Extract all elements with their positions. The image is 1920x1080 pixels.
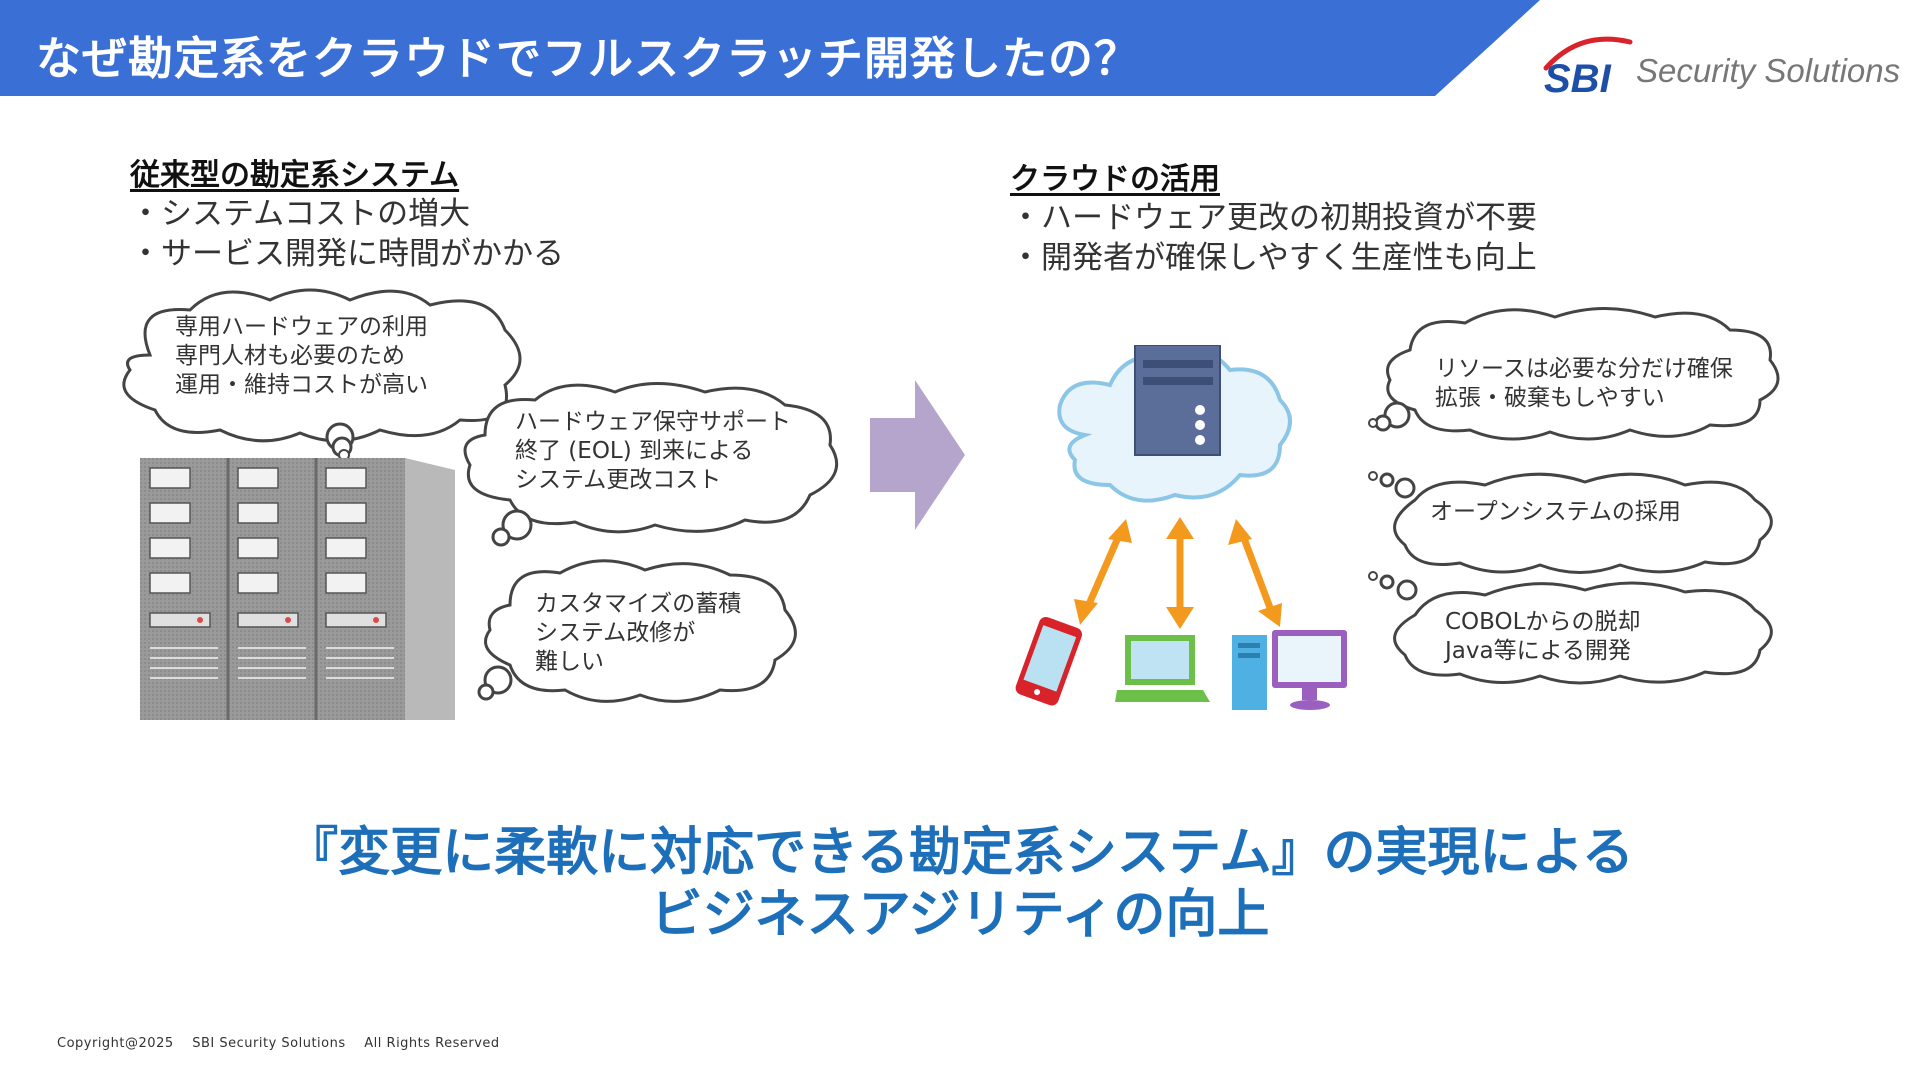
thought-bubble-customize: カスタマイズの蓄積 システム改修が 難しい bbox=[470, 555, 805, 715]
cloud-heading: クラウドの活用 bbox=[1010, 162, 1220, 197]
smartphone-icon bbox=[1008, 615, 1088, 710]
legacy-heading: 従来型の勘定系システム bbox=[130, 158, 460, 193]
bubble-line: 運用・維持コストが高い bbox=[175, 372, 428, 398]
title-bar bbox=[0, 0, 1540, 96]
page-title: なぜ勘定系をクラウドでフルスクラッチ開発したの？ bbox=[36, 32, 1141, 85]
laptop-icon bbox=[1115, 630, 1210, 710]
conclusion-line-1: 『変更に柔軟に対応できる勘定系システム』の実現による bbox=[286, 823, 1634, 883]
bubble-line: オープンシステムの採用 bbox=[1430, 499, 1681, 525]
bubble-line: ハードウェア保守サポート bbox=[515, 409, 791, 435]
sbi-logo-mark: SBI bbox=[1543, 36, 1633, 100]
bubble-line: 専門人材も必要のため bbox=[175, 343, 405, 369]
cloud-bullet-2: ・開発者が確保しやすく生産性も向上 bbox=[1010, 240, 1537, 276]
bubble-line: 専用ハードウェアの利用 bbox=[175, 314, 428, 340]
bubble-line: システム改修が bbox=[535, 620, 696, 646]
thought-bubble-cobol: COBOLからの脱却 Java等による開発 bbox=[1365, 570, 1785, 690]
thought-bubble-resources: リソースは必要な分だけ確保 拡張・破棄もしやすい bbox=[1365, 305, 1785, 445]
bubble-line: システム更改コスト bbox=[515, 467, 722, 493]
logo-brand-text: SBI bbox=[1544, 57, 1612, 100]
cloud-server-icon bbox=[1055, 344, 1295, 515]
bubble-line: 拡張・破棄もしやすい bbox=[1435, 385, 1665, 411]
footer-company: SBI Security Solutions bbox=[192, 1036, 346, 1051]
bubble-line: COBOLからの脱却 bbox=[1445, 609, 1641, 635]
legacy-bullet-1: ・システムコストの増大 bbox=[130, 196, 471, 232]
bubble-line: 終了 (EOL) 到来による bbox=[515, 438, 754, 464]
bubble-line: リソースは必要な分だけ確保 bbox=[1435, 356, 1733, 382]
cloud-bullet-1: ・ハードウェア更改の初期投資が不要 bbox=[1010, 200, 1537, 236]
right-arrow-icon bbox=[870, 380, 965, 530]
server-rack-icon bbox=[140, 458, 455, 720]
conclusion-line-2: ビジネスアジリティの向上 bbox=[650, 885, 1270, 945]
company-logo: SBI Security Solutions bbox=[1540, 30, 1900, 100]
desktop-pc-icon bbox=[1230, 625, 1350, 715]
footer: Copyright@2025 SBI Security Solutions Al… bbox=[57, 1036, 514, 1051]
bubble-line: Java等による開発 bbox=[1445, 638, 1631, 664]
double-arrow-icon bbox=[1060, 515, 1300, 630]
footer-rights: All Rights Reserved bbox=[364, 1036, 500, 1051]
legacy-bullet-2: ・サービス開発に時間がかかる bbox=[130, 236, 564, 272]
logo-subtext: Security Solutions bbox=[1636, 52, 1901, 89]
thought-bubble-open-system: オープンシステムの採用 bbox=[1365, 470, 1785, 580]
footer-copyright: Copyright@2025 bbox=[57, 1036, 174, 1051]
bubble-line: 難しい bbox=[535, 649, 604, 675]
thought-bubble-eol: ハードウェア保守サポート 終了 (EOL) 到来による システム更改コスト bbox=[455, 380, 845, 550]
bubble-line: カスタマイズの蓄積 bbox=[535, 591, 742, 617]
